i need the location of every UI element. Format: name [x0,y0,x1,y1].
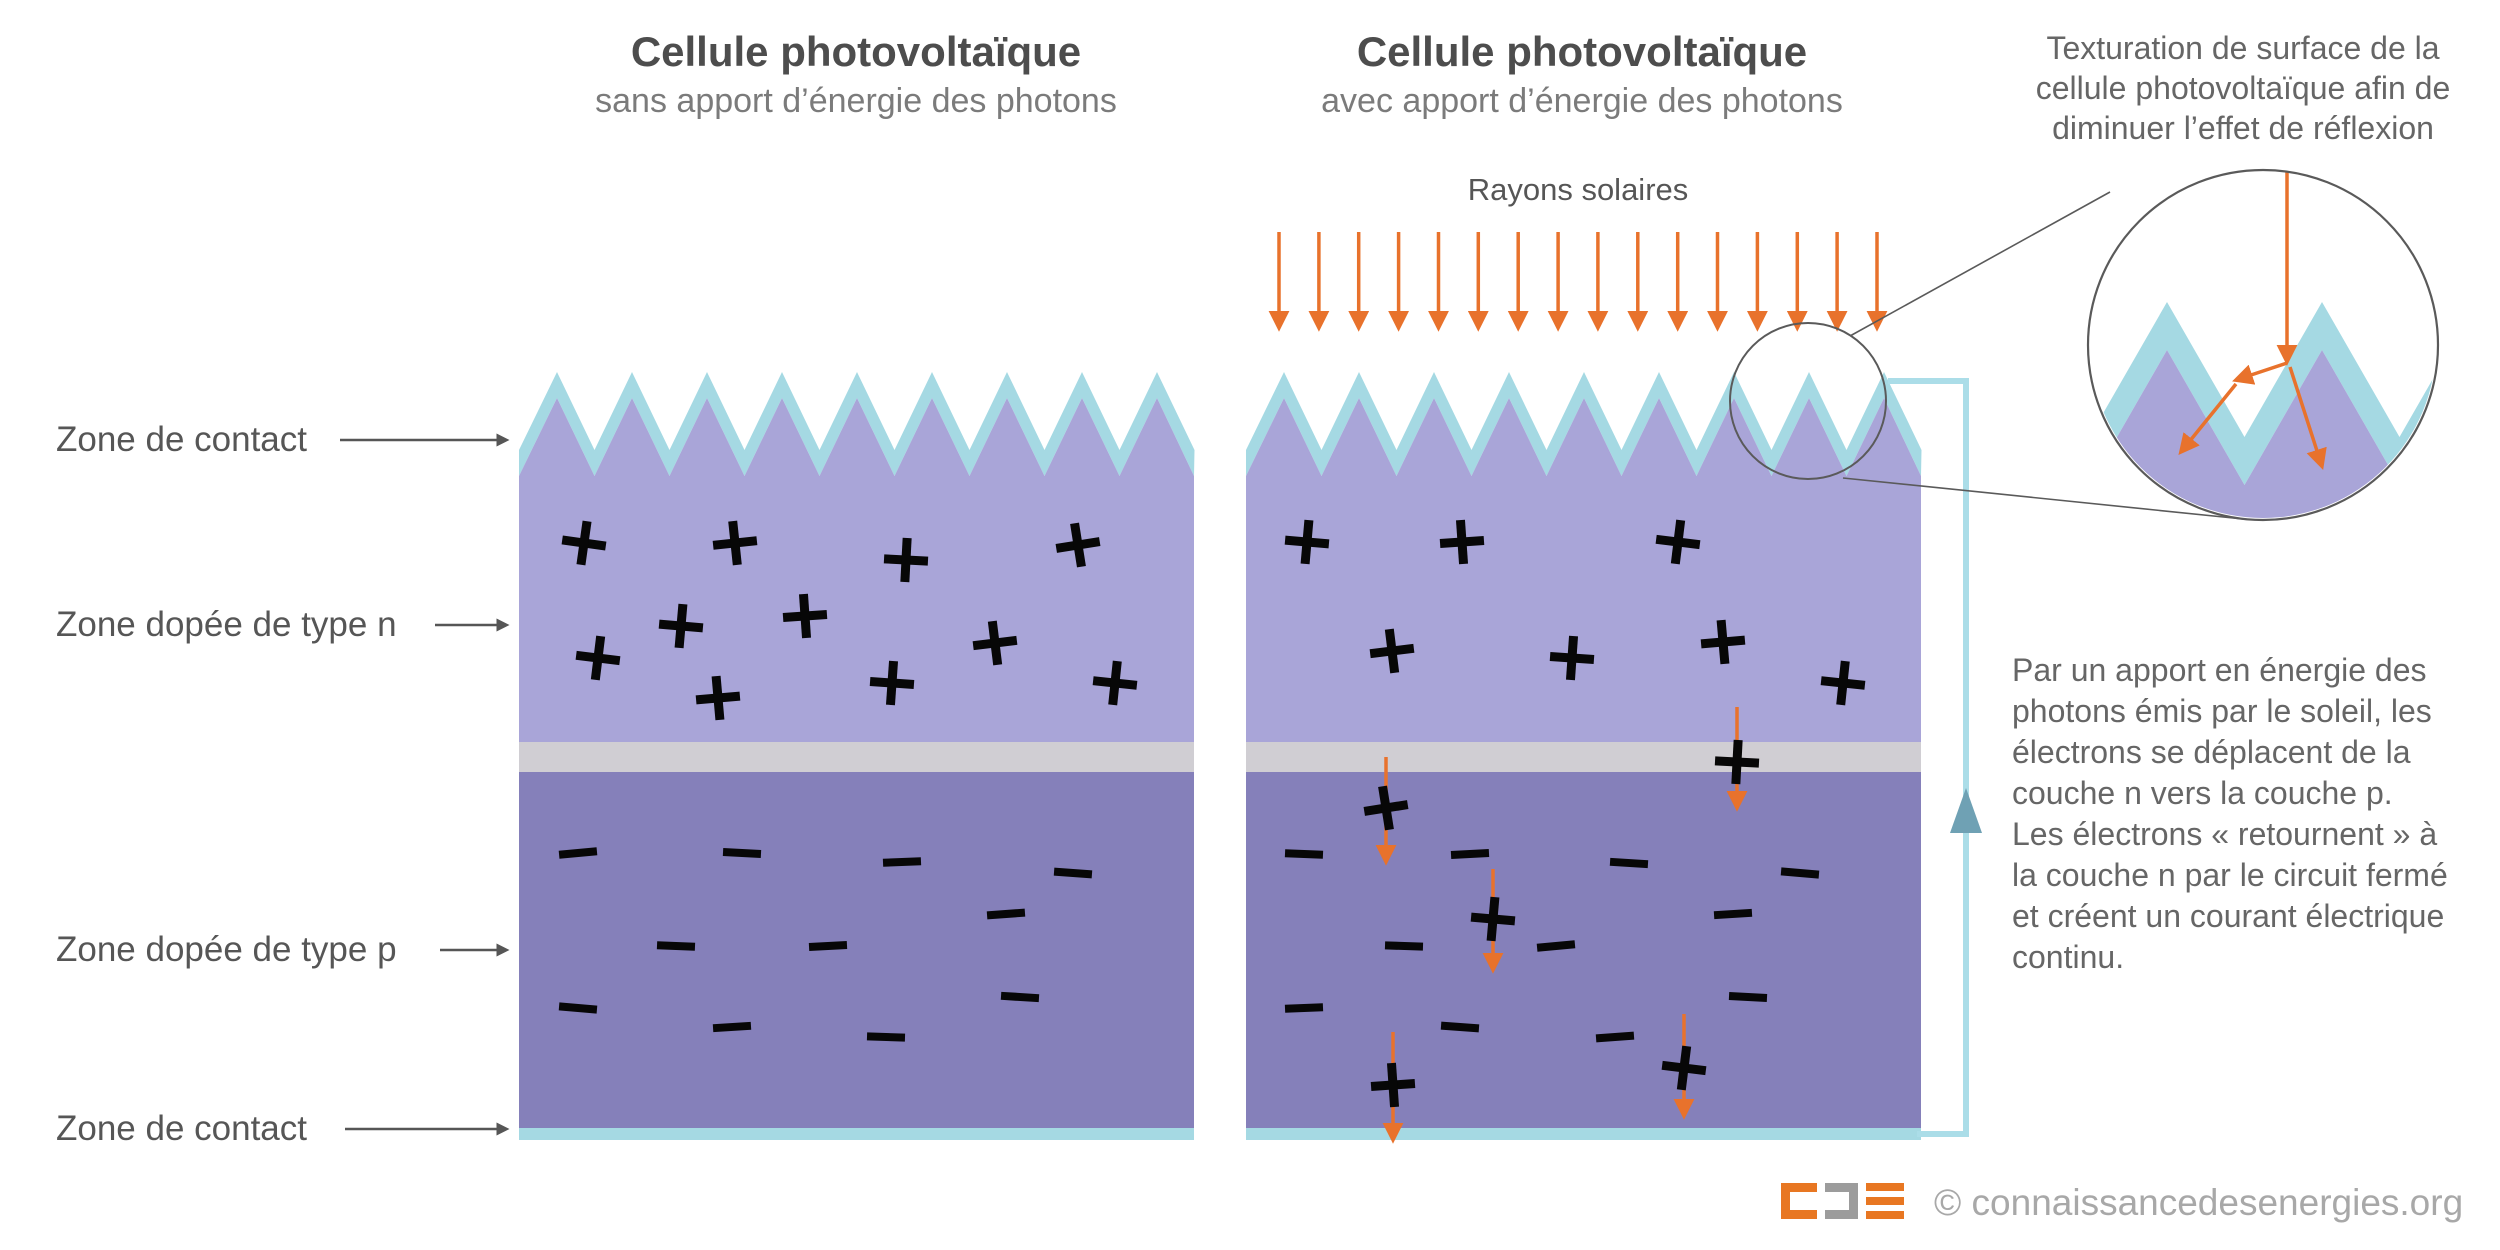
plus-charge [869,660,915,706]
logo-bars-icon [1866,1183,1904,1219]
plus-charge [1092,660,1138,706]
magnifier-connector-line [1842,477,2244,520]
left-cell-title-block: Cellule photovoltaïque sans apport d’éne… [556,28,1156,121]
plus-charge [712,520,758,566]
minus-charge [1780,867,1820,879]
minus-charge [882,857,922,867]
minus-charge [1728,992,1768,1002]
left-cell-bottom-contact-layer [519,1128,1194,1140]
minus-charge [1000,991,1040,1003]
circuit-wire [1888,378,1969,1137]
plus-charge [1820,660,1866,706]
minus-charge [1609,857,1649,869]
left-cell-contact-texture-layer [519,372,1195,476]
zone-label-contact-top: Zone de contact [56,420,307,459]
cde-logo [1781,1183,1904,1219]
plus-charge [1549,635,1595,681]
right-cell-bottom-contact-layer [1246,1128,1921,1140]
description-text: Par un apport en énergie des photons émi… [2012,652,2448,975]
inset-zone-n-layer [2090,350,2436,518]
left-cell-subtitle: sans apport d’énergie des photons [595,82,1117,120]
right-cell-title: Cellule photovoltaïque [1356,28,1808,75]
minus-charge [1284,849,1324,859]
left-cell-title: Cellule photovoltaïque [630,28,1082,75]
plus-charge [1439,519,1485,565]
plus-charge [1370,1062,1416,1108]
minus-charge [1284,1003,1324,1013]
magnifier-connector-line [1849,191,2111,337]
plus-charge [561,520,607,566]
plus-charge [1655,519,1701,565]
left-cell-junction-layer [519,742,1194,772]
zone-label-contact-bottom: Zone de contact [56,1109,307,1148]
minus-charge [1440,1021,1480,1033]
current-direction-arrow [1950,788,1982,833]
plus-charge [883,537,929,583]
plus-charge [972,620,1018,666]
plus-charge [1363,785,1409,831]
plus-charge [1661,1045,1707,1091]
minus-charge [656,941,696,951]
plus-charge [1055,522,1101,568]
plus-charge [575,635,621,681]
inset-contact-layer [2090,302,2436,485]
magnifier-large-circle [2086,168,2440,522]
minus-charge [712,1021,752,1033]
minus-charge [1536,940,1576,952]
plus-charge [695,675,741,721]
magnifier-small-circle [1729,322,1887,480]
right-cell-title-block: Cellule photovoltaïque avec apport d’éne… [1282,28,1882,121]
minus-charge [986,908,1026,920]
plus-charge [1284,519,1330,565]
right-cell-subtitle: avec apport d’énergie des photons [1321,82,1843,120]
inset-reflected-ray [2232,361,2288,385]
plus-charge [1470,896,1516,942]
left-cell-zone-n-layer [519,398,1194,742]
inset-absorbed-ray [2178,382,2238,456]
plus-charge [1700,619,1746,665]
minus-charge [808,941,848,951]
zone-label-type-p: Zone dopée de type p [56,930,397,969]
inset-texture-group [2090,302,2436,518]
minus-charge [1053,867,1093,879]
logo-bracket-left-icon [1781,1183,1817,1219]
plus-charge [782,593,828,639]
right-cell-contact-texture-layer [1246,372,1922,476]
left-cell-zone-p-layer [519,772,1194,1128]
minus-charge [1595,1031,1635,1043]
credit-text: © connaissancedesenergies.org [1934,1182,2464,1223]
zone-label-type-n: Zone dopée de type n [56,605,397,644]
logo-bracket-right-icon [1825,1183,1858,1219]
minus-charge [1713,908,1753,920]
plus-charge [1369,628,1415,674]
right-cell-zone-n-layer [1246,398,1921,742]
inset-caption: Texturation de surface de la cellule pho… [2035,30,2451,146]
minus-charge [1384,941,1424,951]
minus-charge [866,1032,906,1042]
minus-charge [558,847,598,859]
minus-charge [1450,849,1490,859]
right-cell-zone-p-layer [1246,772,1921,1128]
plus-charge [658,603,704,649]
minus-charge [558,1002,598,1014]
solar-rays-label: Rayons solaires [1467,172,1689,207]
minus-charge [722,848,762,858]
right-cell-junction-layer [1246,742,1921,772]
inset-absorbed-ray [2288,366,2327,470]
plus-charge [1714,739,1760,785]
